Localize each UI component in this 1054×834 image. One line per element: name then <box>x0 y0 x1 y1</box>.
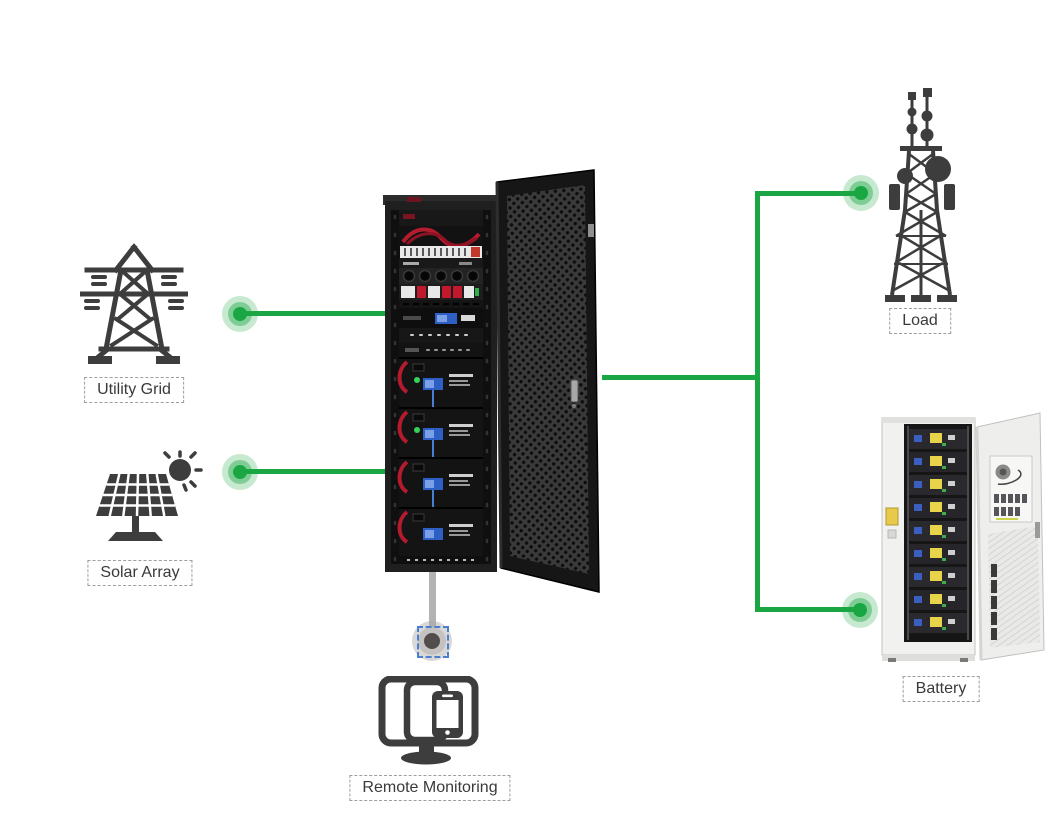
line-cabinet-to-junction <box>602 375 760 380</box>
endpoint-dot-utility-grid <box>222 296 258 332</box>
line-junction-to-battery <box>758 607 860 612</box>
endpoint-dot-load <box>843 175 879 211</box>
remote-monitoring-cable <box>429 571 436 641</box>
utility-grid-node <box>80 243 188 369</box>
remote-monitoring-connector <box>412 621 452 661</box>
ess-cabinet-node <box>383 168 605 596</box>
line-solar-array-to-cabinet <box>240 469 388 474</box>
battery-cabinet-image <box>881 412 1045 662</box>
connector-core <box>424 633 440 649</box>
solar-array-label: Solar Array <box>87 560 193 586</box>
load-node <box>884 88 966 310</box>
phone-icon <box>432 691 463 738</box>
load-label: Load <box>889 308 951 334</box>
line-junction-vertical <box>755 191 760 612</box>
endpoint-dot-solar-array <box>222 454 258 490</box>
rack-equipment <box>399 210 483 358</box>
battery-label: Battery <box>902 676 980 702</box>
line-junction-to-load <box>758 191 861 196</box>
rack-door-open <box>495 169 600 593</box>
monitor-tablet-phone-icon <box>378 676 479 765</box>
telecom-tower-icon <box>885 88 957 302</box>
solar-panel-sun-icon <box>96 450 203 541</box>
battery-cabinet-door <box>975 412 1045 661</box>
transmission-tower-icon <box>80 243 188 364</box>
solar-array-node <box>92 450 204 560</box>
remote-monitoring-label: Remote Monitoring <box>349 775 511 801</box>
endpoint-dot-battery <box>842 592 878 628</box>
line-utility-grid-to-cabinet <box>240 311 388 316</box>
battery-node <box>878 412 1046 664</box>
remote-monitoring-node <box>378 676 482 770</box>
rack-battery-modules <box>397 357 483 561</box>
battery-modules <box>907 426 969 640</box>
rack-cabinet-image <box>383 169 600 593</box>
connector-selection-box <box>417 626 449 658</box>
utility-grid-label: Utility Grid <box>84 377 184 403</box>
